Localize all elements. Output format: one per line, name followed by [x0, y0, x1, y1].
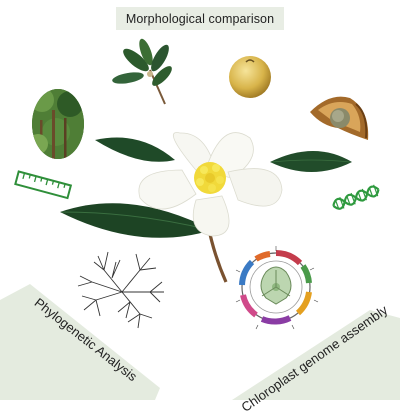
leaf-left-upper: [95, 137, 175, 162]
branch-icon: [112, 38, 172, 105]
camellia-flower-icon: [60, 132, 352, 283]
title-box: Morphological comparison: [116, 7, 284, 30]
seed-capsule-icon: [310, 96, 369, 140]
petal: [192, 195, 230, 237]
leaf-left-lower: [60, 203, 212, 238]
chloroplast-genome-map-icon: [235, 246, 319, 330]
petal: [227, 168, 283, 207]
leaf-right: [270, 151, 352, 172]
illustration-canvas: [14, 38, 380, 330]
forest-icon: [32, 89, 84, 159]
petal: [138, 169, 197, 210]
dna-icon: [332, 184, 380, 210]
phylo-panel: [0, 284, 160, 400]
page-title: Morphological comparison: [125, 11, 275, 26]
chloroplast-panel: [232, 310, 400, 400]
stamens: [194, 162, 226, 194]
phylogenetic-tree-icon: [77, 251, 164, 329]
corner-panels: [0, 284, 400, 400]
ruler-icon: [14, 170, 73, 200]
fruit-icon: [229, 56, 271, 98]
